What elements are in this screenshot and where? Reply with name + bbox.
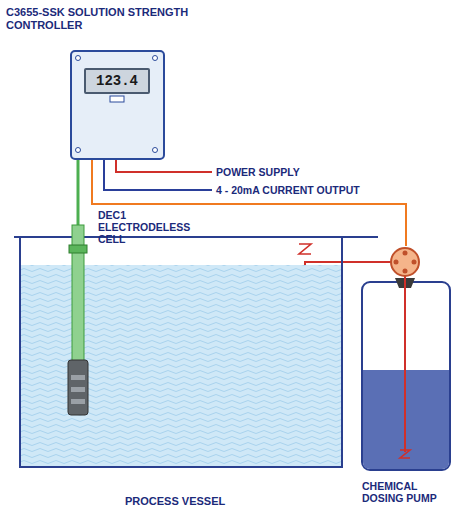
- dosing-pump-text: CHEMICAL DOSING PUMP: [362, 480, 450, 504]
- controller-box-text: C3655-SSK SOLUTION STRENGTH CONTROLLER: [6, 6, 236, 31]
- pump-control-cable: [92, 160, 406, 246]
- power-wire: [116, 160, 212, 172]
- display-panel-text: 123.4: [96, 73, 138, 89]
- cell-band: [71, 375, 85, 380]
- controller-box: C3655-SSK SOLUTION STRENGTH CONTROLLER12…: [70, 50, 165, 160]
- cell-collar: [69, 245, 87, 253]
- process-liquid: [21, 265, 341, 466]
- process-vessel: PROCESS VESSELDEC1 ELECTRODELESS CELL: [20, 237, 342, 467]
- vessel-outline: [20, 237, 342, 467]
- cell-probe: [68, 225, 88, 415]
- dosing-pump: CHEMICAL DOSING PUMP: [360, 246, 452, 470]
- pump-bolt: [403, 251, 408, 256]
- foot-strainer: [400, 450, 410, 458]
- screw: [76, 148, 81, 153]
- current-output-wire: [104, 160, 212, 190]
- display-panel: 123.4: [84, 68, 150, 94]
- cell-band: [71, 399, 85, 404]
- electrodeless-cell-text: DEC1 ELECTRODELESS CELL: [98, 209, 208, 245]
- cell-head: [68, 360, 88, 415]
- pump-head: [391, 248, 419, 276]
- vessel-rim: [14, 236, 378, 238]
- pump-bolt: [403, 269, 408, 274]
- screw: [76, 56, 81, 61]
- display-tab: [110, 96, 124, 102]
- electrodeless-cell: DEC1 ELECTRODELESS CELL: [68, 225, 88, 415]
- process-vessel-text: PROCESS VESSEL: [125, 495, 285, 508]
- pump-and-tank: [360, 246, 452, 470]
- vessel-wall: [20, 237, 342, 467]
- pump-bolt: [394, 260, 399, 265]
- current-output-label: 4 - 20mA CURRENT OUTPUT: [216, 184, 360, 196]
- screw: [153, 148, 158, 153]
- cell-band: [71, 387, 85, 392]
- screw: [153, 56, 158, 61]
- cell-cable: [77, 160, 80, 225]
- suction-tube: [404, 276, 406, 452]
- power-supply-label: POWER SUPPLY: [216, 166, 300, 178]
- check-valve: [299, 244, 311, 254]
- pump-bolt: [412, 260, 417, 265]
